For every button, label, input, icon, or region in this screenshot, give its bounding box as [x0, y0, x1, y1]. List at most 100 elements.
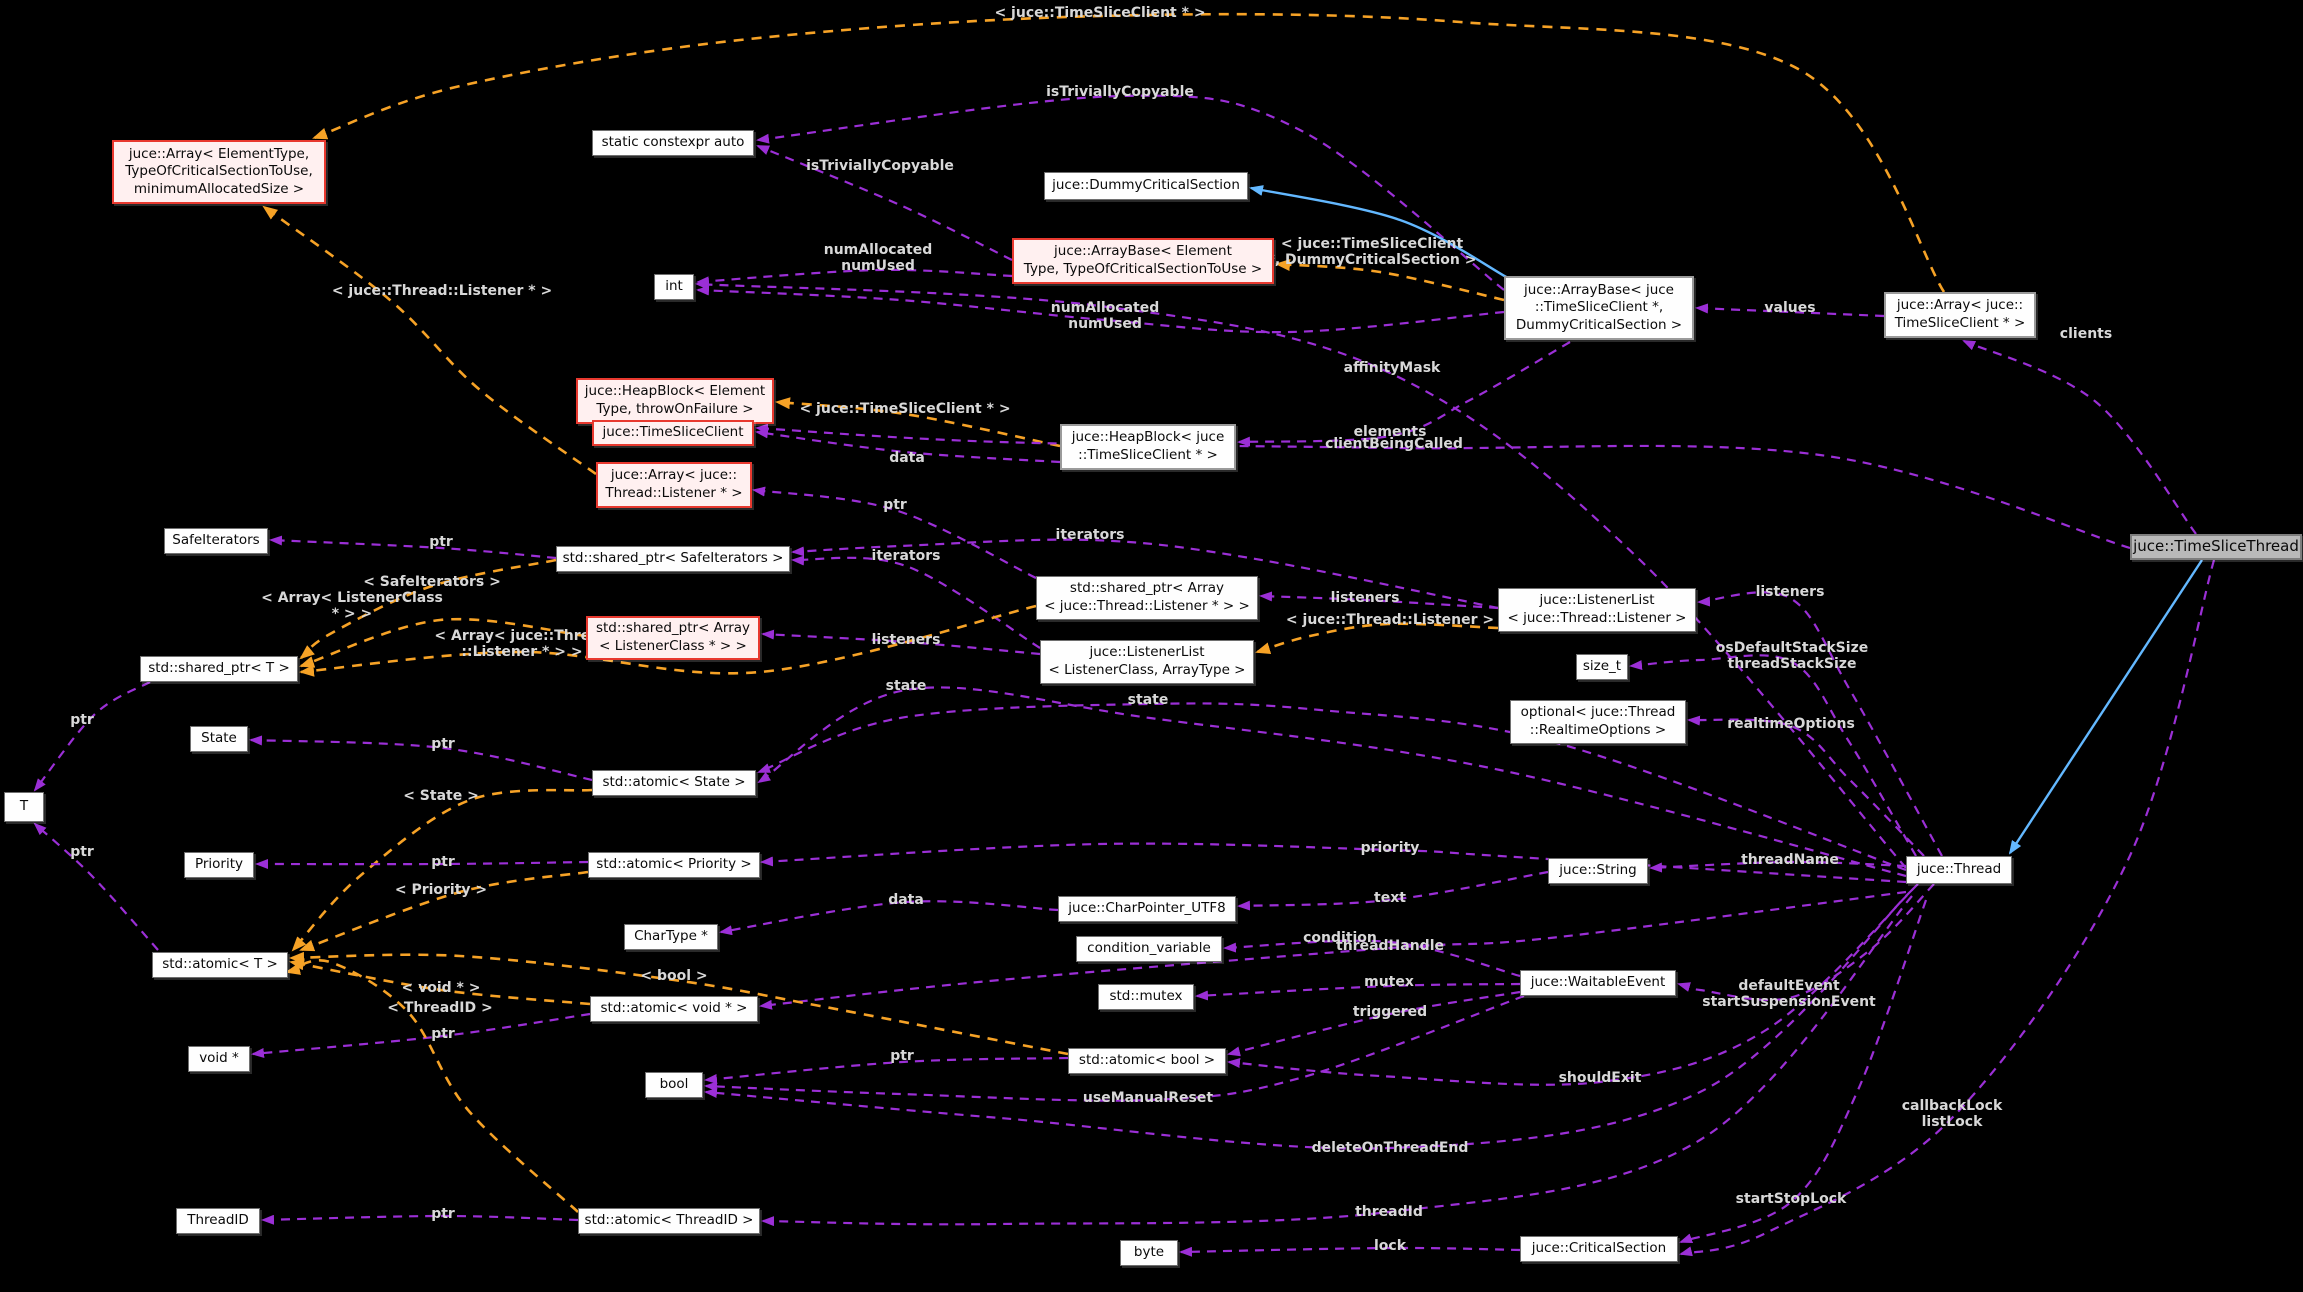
edge-listeners-21	[1697, 591, 1943, 857]
edge-ptr-29	[33, 822, 159, 951]
node-size-t[interactable]: size_t	[1576, 654, 1628, 680]
node-array-thread-listener[interactable]: juce::Array< juce:: Thread::Listener * >	[596, 462, 752, 508]
node-charpointer-utf8[interactable]: juce::CharPointer_UTF8	[1058, 896, 1236, 922]
node-bool[interactable]: bool	[645, 1072, 703, 1098]
node-int[interactable]: int	[654, 274, 694, 300]
edge-shouldExit-48	[1227, 883, 1919, 1086]
edge-isTriviallyCopyable-0	[756, 144, 1013, 261]
edge-listeners-19	[1259, 591, 1499, 610]
node-byte[interactable]: byte	[1120, 1240, 1178, 1266]
edge-ptr-15	[269, 535, 557, 560]
node-shared-ptr-array-thread-listener[interactable]: std::shared_ptr< Array < juce::Thread::L…	[1036, 576, 1258, 620]
edge-realtimeOptions-41	[1687, 715, 1925, 857]
edge-inherit-58	[2008, 559, 2204, 855]
edge-ptr-27	[249, 735, 593, 782]
node-void[interactable]: void *	[188, 1046, 250, 1072]
edge--bool--51	[289, 951, 1069, 1056]
edge-isTriviallyCopyable-1	[756, 94, 1505, 291]
edge-defaultEvent-43	[1677, 883, 1935, 1002]
edge--Priority--31	[299, 870, 589, 952]
node-heapblock-timesliceclient[interactable]: juce::HeapBlock< juce ::TimeSliceClient …	[1060, 424, 1236, 470]
node-string[interactable]: juce::String	[1548, 858, 1648, 884]
edge-deleteOnThreadEnd-49	[704, 889, 1913, 1150]
edge--juce-Thread-Listener--22	[1255, 622, 1499, 654]
edge-ptr-53	[261, 1214, 579, 1225]
node-atomic-state[interactable]: std::atomic< State >	[592, 770, 756, 796]
node-condition-variable[interactable]: condition_variable	[1076, 936, 1222, 962]
edge-startStopLock-55	[1679, 899, 1928, 1244]
node-shared-ptr-array-listenerclass[interactable]: std::shared_ptr< Array < ListenerClass *…	[586, 616, 760, 660]
node-arraybase-timesliceclient[interactable]: juce::ArrayBase< juce ::TimeSliceClient …	[1504, 276, 1694, 340]
edge-listeners-20	[761, 629, 1041, 656]
edge--juce-TimeSliceClient--9	[775, 397, 1061, 448]
edge-osDefaultStackSize-42	[1629, 654, 1917, 857]
edge-text-36	[1237, 870, 1549, 911]
edge-condition-44	[1223, 939, 1521, 978]
edge-triggered-46	[1227, 990, 1521, 1057]
node-shared-ptr-safeiterators[interactable]: std::shared_ptr< SafeIterators >	[556, 546, 790, 572]
edge--ThreadID--52	[285, 959, 579, 1213]
node-heapblock-elementtype[interactable]: juce::HeapBlock< Element Type, throwOnFa…	[576, 378, 774, 424]
edge-mutex-45	[1195, 982, 1521, 1001]
edge-lock-56	[1179, 1246, 1521, 1257]
node-safeiterators[interactable]: SafeIterators	[164, 528, 268, 554]
edge-state-32	[757, 702, 1907, 872]
node-atomic-t[interactable]: std::atomic< T >	[152, 952, 288, 978]
node-listenerlist-listenerclass[interactable]: juce::ListenerList < ListenerClass, Arra…	[1040, 640, 1254, 684]
edge-priority-34	[760, 842, 1907, 884]
edge-ptr-30	[255, 859, 589, 870]
edge-numAllocated-3	[696, 285, 1505, 334]
node-atomic-threadid[interactable]: std::atomic< ThreadID >	[578, 1208, 760, 1234]
node-timeslicethread[interactable]: juce::TimeSliceThread	[2130, 534, 2302, 560]
edge-iterators-18	[791, 555, 1041, 649]
node-static-constexpr-auto[interactable]: static constexpr auto	[592, 130, 754, 156]
node-dummy-critical-section[interactable]: juce::DummyCriticalSection	[1044, 172, 1248, 200]
edge-affinityMask-14	[695, 279, 1907, 869]
node-critical-section[interactable]: juce::CriticalSection	[1520, 1236, 1678, 1262]
edge-ptr-16	[752, 486, 1037, 579]
node-array-timesliceclient[interactable]: juce::Array< juce:: TimeSliceClient * >	[1884, 292, 2036, 338]
node-thread[interactable]: juce::Thread	[1906, 856, 2012, 884]
edge-data-11	[755, 428, 1061, 464]
edge--juce-Thread-Listener--8	[262, 205, 597, 476]
edge--juce-TimeSliceClient-10	[1275, 259, 1505, 302]
node-threadid[interactable]: ThreadID	[176, 1208, 260, 1234]
edge-threadName-37	[1649, 860, 1907, 873]
edge--Array-ListenerClass-24	[299, 617, 587, 668]
node-state[interactable]: State	[190, 726, 248, 752]
node-atomic-void[interactable]: std::atomic< void * >	[590, 996, 758, 1022]
node-listenerlist-thread-listener[interactable]: juce::ListenerList < juce::Thread::Liste…	[1498, 588, 1696, 632]
edge-clientBeingCalled-12	[755, 423, 2131, 550]
edge--void--39	[289, 958, 591, 1006]
edge-iterators-17	[791, 538, 1499, 610]
edge-threadId-54	[761, 895, 1913, 1227]
node-chartype[interactable]: CharType *	[624, 924, 718, 950]
edge-numAllocated-2	[696, 268, 1013, 287]
node-waitable-event[interactable]: juce::WaitableEvent	[1520, 970, 1676, 996]
node-std-mutex[interactable]: std::mutex	[1098, 984, 1194, 1010]
edge-ptr-26	[33, 681, 151, 792]
edge-useManualReset-47	[704, 994, 1525, 1102]
edge-inherit-5	[1249, 185, 1509, 280]
node-shared-ptr-t[interactable]: std::shared_ptr< T >	[140, 656, 298, 682]
edge-values-4	[1695, 303, 1885, 318]
edge-ptr-40	[251, 1012, 591, 1058]
node-optional-realtimeoptions[interactable]: optional< juce::Thread ::RealtimeOptions…	[1510, 700, 1686, 744]
node-atomic-bool[interactable]: std::atomic< bool >	[1068, 1048, 1226, 1074]
edge-state-33	[757, 686, 1907, 878]
edge--juce-TimeSliceClient--7	[312, 12, 1946, 293]
edge-data-35	[719, 900, 1059, 936]
edge--State--28	[291, 788, 593, 952]
node-t[interactable]: T	[4, 792, 44, 822]
node-arraybase-elementtype[interactable]: juce::ArrayBase< Element Type, TypeOfCri…	[1012, 238, 1274, 284]
node-array-elementtype[interactable]: juce::Array< ElementType, TypeOfCritical…	[112, 140, 326, 204]
edge-callbackLock-57	[1679, 559, 2216, 1257]
edge--SafeIterators--23	[299, 558, 557, 660]
node-atomic-priority[interactable]: std::atomic< Priority >	[588, 852, 760, 878]
edge-ptr-50	[704, 1056, 1069, 1084]
node-priority[interactable]: Priority	[184, 852, 254, 878]
edge-threadHandle-38	[759, 890, 1907, 1010]
node-timesliceclient[interactable]: juce::TimeSliceClient	[592, 420, 754, 446]
